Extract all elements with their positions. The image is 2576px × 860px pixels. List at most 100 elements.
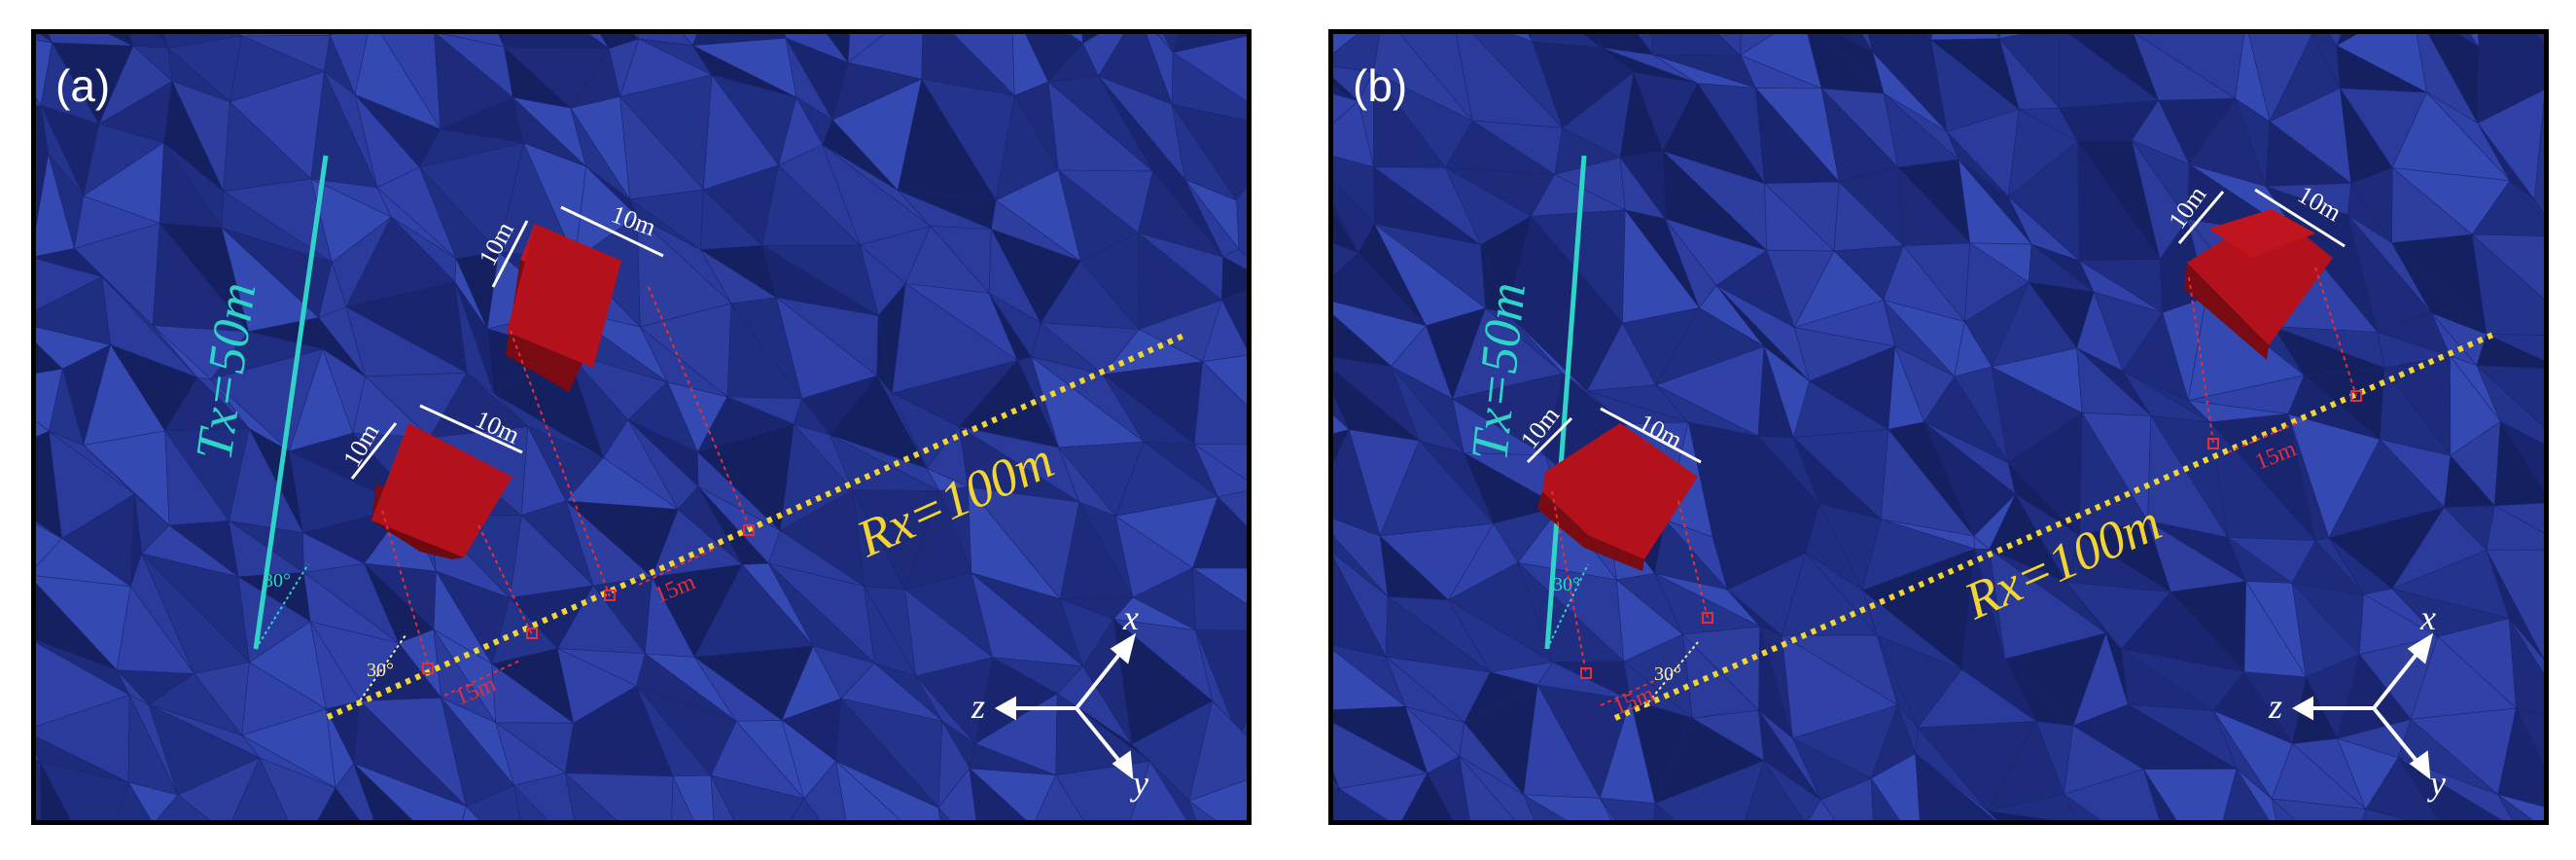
tx-angle-label: 30°	[1553, 574, 1580, 595]
axis-x-label: x	[1122, 598, 1139, 637]
dim-arrow	[2254, 188, 2346, 248]
tx-angle-label: 30°	[264, 570, 291, 591]
mesh-facet	[2476, 365, 2544, 446]
mesh-facet	[513, 784, 548, 820]
mesh-facet	[1870, 777, 1900, 820]
dim-arrow	[1600, 407, 1702, 464]
mesh-facet	[790, 798, 821, 820]
mesh-facet	[115, 781, 152, 820]
offset-label: 15m	[652, 569, 700, 608]
mesh-facet	[1333, 87, 1359, 102]
mesh-facet	[1217, 490, 1247, 527]
axis-y-label: y	[1130, 764, 1148, 803]
mesh-facet	[672, 774, 715, 820]
mesh-facet	[1035, 774, 1084, 820]
offset-label: 15m	[452, 671, 501, 710]
mesh-facet	[1333, 212, 1359, 254]
mesh-facet	[2271, 798, 2296, 820]
offset-label: 15m	[1610, 681, 1659, 720]
mesh-background	[36, 34, 1247, 820]
rx-angle-label: 30°	[1654, 663, 1681, 685]
axis-z-label: z	[2268, 687, 2282, 726]
mesh-facet	[1653, 803, 1676, 820]
cube-dim-label: 10m	[474, 217, 519, 269]
tx-angle-guide	[255, 563, 309, 650]
mesh-facet	[564, 772, 674, 820]
mesh-facet	[1744, 760, 1804, 820]
dim-arrow	[419, 404, 523, 454]
rx-angle-label: 30°	[367, 660, 394, 681]
mesh-facet	[1333, 413, 1350, 435]
mesh-facet	[1188, 800, 1216, 820]
panel-label: (b)	[1353, 60, 1408, 111]
mesh-facet	[2222, 768, 2270, 820]
mesh-facet	[2271, 798, 2367, 820]
mesh-facet	[1522, 794, 1567, 820]
mesh-facet	[937, 806, 951, 820]
mesh-facet	[2063, 769, 2161, 820]
mesh-facet	[36, 420, 50, 438]
mesh-facet	[1401, 772, 1454, 820]
cube-upper	[2184, 209, 2333, 360]
mesh-facet	[2336, 34, 2358, 47]
cube-dim-label: 10m	[471, 405, 523, 449]
projection-lines	[381, 286, 752, 697]
panel-b: Tx=50m Rx=100m 30° 30° 10m 10m 10m 10m	[1328, 29, 2549, 825]
cube-lower	[1537, 423, 1698, 571]
mesh-facet	[969, 768, 1027, 820]
mesh-facet	[1838, 34, 1874, 54]
mesh-facet	[36, 147, 50, 160]
mesh-facet	[36, 759, 41, 763]
mesh-facet	[2328, 34, 2343, 47]
dim-arrow	[350, 422, 398, 480]
tx-label: Tx=50m	[184, 279, 266, 464]
cube-upper	[506, 224, 621, 392]
mesh-facet	[564, 771, 618, 820]
scene-overlay: Tx=50m Rx=100m 30° 30° 10m 10m 10m 10m	[1460, 155, 2497, 803]
mesh-facet	[2508, 618, 2544, 716]
mesh-facet	[462, 806, 480, 820]
mesh-facet	[683, 34, 698, 47]
mesh-facet	[1459, 755, 1516, 820]
cube-lower	[371, 423, 512, 559]
mesh-facet	[1915, 752, 1995, 820]
tx-angle-guide	[1546, 563, 1589, 650]
mesh-facet	[2362, 808, 2410, 820]
axis-z-label: z	[970, 687, 985, 726]
axes-triad	[2291, 632, 2434, 780]
dim-arrow	[2177, 191, 2225, 244]
mesh-facet	[827, 34, 850, 64]
mesh-facet	[1333, 788, 1389, 820]
cube-dim-label: 10m	[2163, 181, 2211, 234]
mesh-facet	[1333, 778, 1340, 790]
mesh-facet	[1819, 777, 1874, 820]
scene-overlay: Tx=50m Rx=100m 30° 30° 10m 10m 10m 10m	[184, 155, 1185, 803]
rx-label: Rx=100m	[848, 430, 1062, 568]
mesh-facet	[40, 762, 72, 820]
tx-line	[253, 155, 329, 650]
cube-dim-label: 10m	[608, 199, 659, 241]
mesh-facet	[1599, 798, 1656, 820]
tx-line	[1544, 155, 1587, 650]
mesh-facet	[156, 794, 211, 820]
mesh-facet	[231, 757, 289, 820]
mesh-facet	[353, 763, 413, 820]
mesh-facet	[2064, 794, 2101, 820]
rx-angle-guide	[356, 634, 406, 706]
mesh-facet	[1130, 760, 1187, 820]
mesh-facet	[1987, 810, 2055, 820]
mesh-facet	[1523, 794, 1612, 820]
mesh-facet	[710, 774, 734, 820]
projection-lines	[1551, 267, 2357, 706]
mesh-facet	[36, 520, 62, 539]
mesh-facet	[1188, 779, 1247, 820]
offset-label: 15m	[2252, 436, 2301, 475]
mesh-facet	[1333, 93, 1359, 125]
mesh-facet	[1600, 798, 1617, 820]
mesh-facet	[1808, 799, 1836, 820]
rx-line	[1613, 331, 2497, 721]
mesh-facet	[1163, 34, 1180, 54]
mesh-facet	[2143, 769, 2177, 820]
mesh-facet	[835, 760, 901, 820]
mesh-facet	[2497, 794, 2533, 820]
